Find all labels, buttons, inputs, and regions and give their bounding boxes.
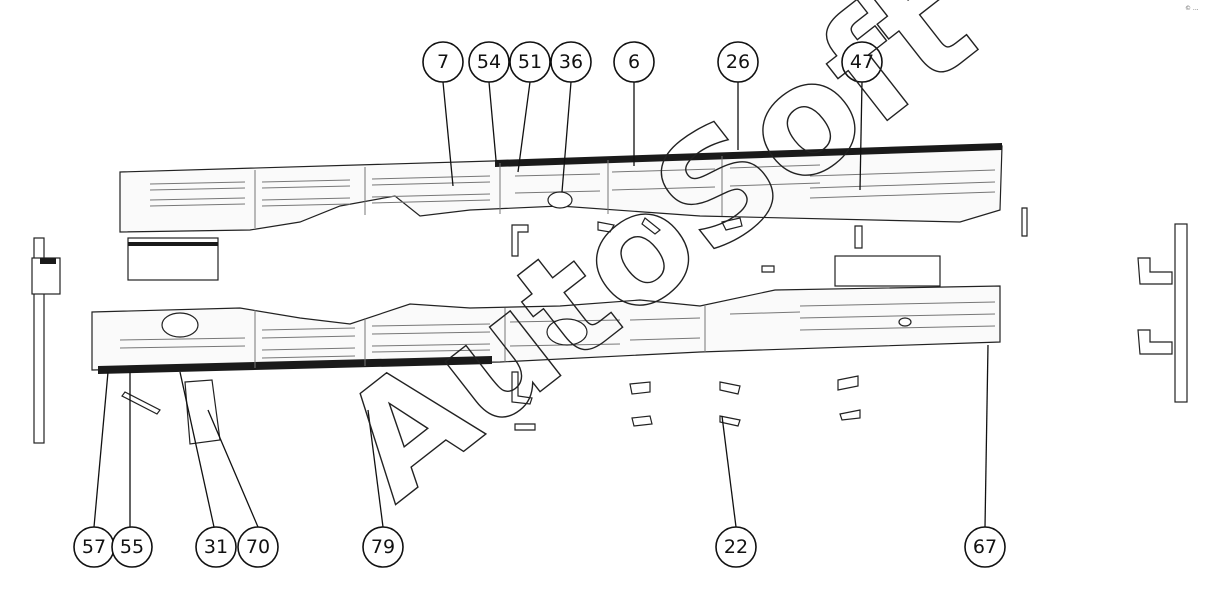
lower-frame-rail [91, 285, 1001, 374]
callout-36: 36 [550, 41, 592, 83]
callout-label: 7 [437, 51, 449, 73]
callout-22: 22 [715, 526, 757, 568]
oval-hole-36 [547, 191, 573, 209]
callout-label: 67 [973, 536, 997, 558]
callout-label: 47 [850, 51, 874, 73]
callout-57: 57 [73, 526, 115, 568]
callout-6: 6 [613, 41, 655, 83]
callout-51: 51 [509, 41, 551, 83]
tank-component [127, 237, 219, 281]
right-end-bumper [1137, 223, 1188, 403]
callout-55: 55 [111, 526, 153, 568]
lower-brackets [511, 371, 861, 431]
callout-label: 79 [371, 536, 395, 558]
callout-54: 54 [468, 41, 510, 83]
callout-label: 31 [204, 536, 228, 558]
callout-79: 79 [362, 526, 404, 568]
top-flange-strip [495, 143, 1002, 167]
upper-brackets [511, 207, 1028, 273]
callout-label: 51 [518, 51, 542, 73]
callout-label: 6 [628, 51, 640, 73]
upper-frame-rail [119, 143, 1003, 233]
callout-70: 70 [237, 526, 279, 568]
callout-26: 26 [717, 41, 759, 83]
callout-47: 47 [841, 41, 883, 83]
callout-label: 22 [724, 536, 748, 558]
rear-crossmember-piece [834, 255, 941, 287]
lower-bracket-leg [121, 379, 221, 445]
callout-label: 26 [726, 51, 750, 73]
callout-7: 7 [422, 41, 464, 83]
corner-mark: © ... [1185, 5, 1199, 12]
leader-lines [93, 81, 989, 528]
callouts-top: 7 54 51 36 6 26 47 [422, 41, 883, 83]
callout-67: 67 [964, 526, 1006, 568]
callout-label: 57 [82, 536, 106, 558]
callout-label: 70 [246, 536, 270, 558]
callout-label: 55 [120, 536, 144, 558]
left-end-post [31, 237, 61, 444]
callouts-bottom: 57 55 31 70 79 22 67 [73, 526, 1006, 568]
oval-hole-left [161, 312, 199, 338]
callout-label: 54 [477, 51, 501, 73]
callout-label: 36 [559, 51, 583, 73]
callout-31: 31 [195, 526, 237, 568]
oval-hole-mid [546, 318, 588, 346]
bottom-flange-strip [98, 356, 492, 374]
